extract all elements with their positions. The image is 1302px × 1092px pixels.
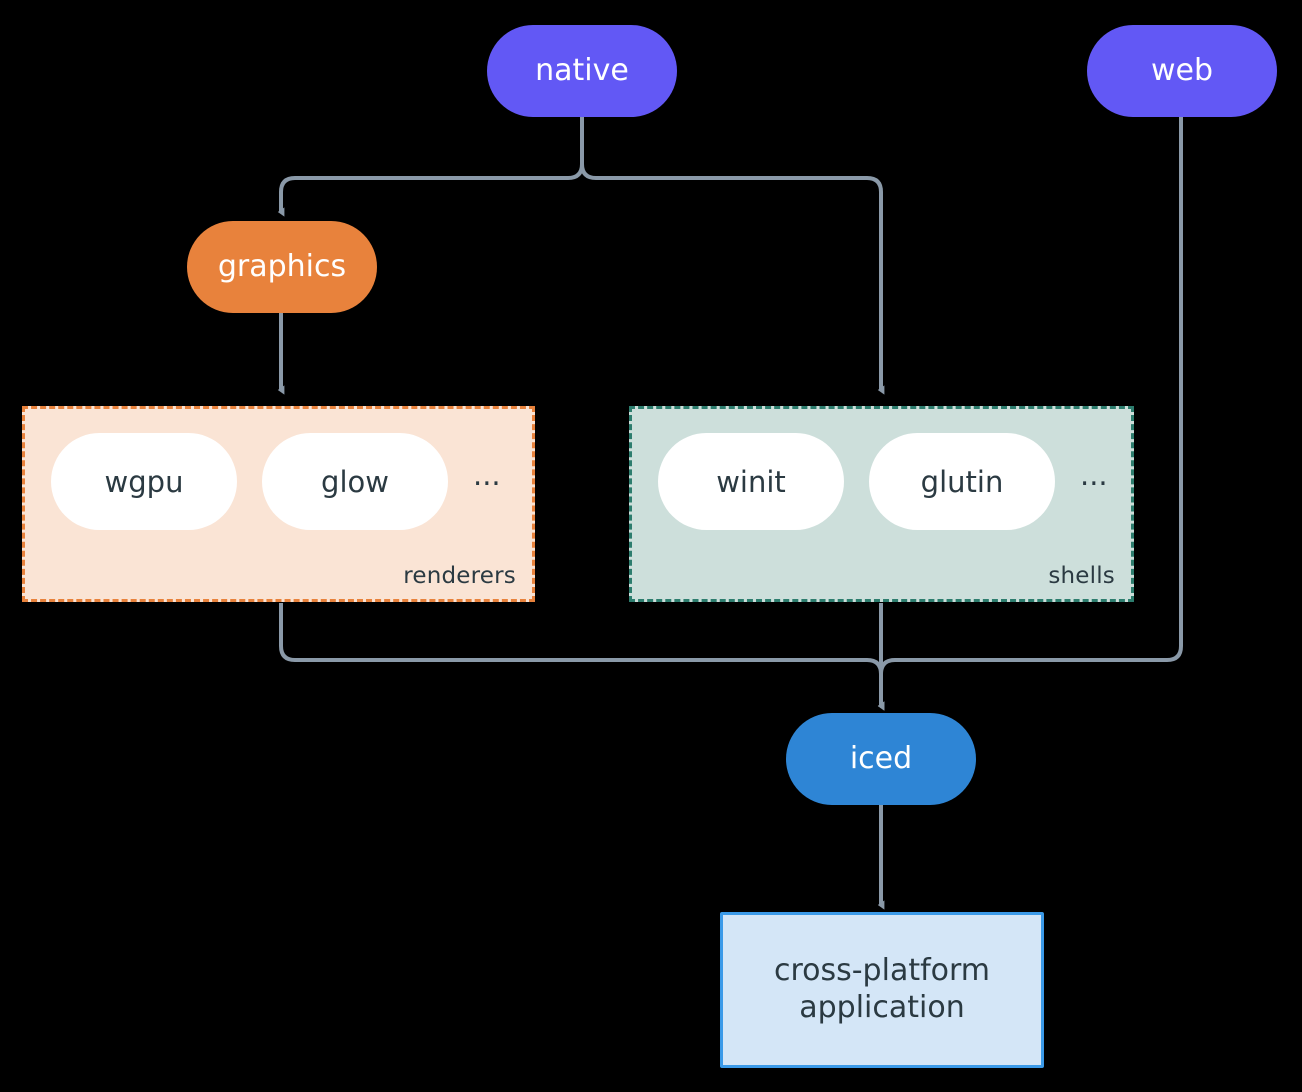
cluster-shells-items: winit glutin ... [658, 433, 1108, 530]
node-glow[interactable]: glow [262, 433, 448, 530]
node-native[interactable]: native [487, 25, 677, 117]
edge-native-bus [277, 117, 584, 217]
node-winit-label: winit [716, 464, 786, 499]
edge-renderers-iced [279, 603, 885, 711]
shells-more-ellipsis: ... [1080, 458, 1108, 492]
node-web-label: web [1150, 52, 1214, 88]
edge-native-shells [580, 163, 885, 395]
node-web[interactable]: web [1087, 25, 1277, 117]
cluster-renderers-items: wgpu glow ... [51, 433, 501, 530]
node-native-label: native [535, 52, 629, 88]
node-cross-platform-application[interactable]: cross-platform application [720, 912, 1044, 1068]
node-graphics[interactable]: graphics [187, 221, 377, 313]
node-iced-label: iced [849, 740, 913, 776]
renderers-more-ellipsis: ... [473, 458, 501, 492]
node-glutin[interactable]: glutin [869, 433, 1055, 530]
node-glutin-label: glutin [920, 464, 1004, 499]
node-wgpu[interactable]: wgpu [51, 433, 237, 530]
node-wgpu-label: wgpu [104, 464, 184, 499]
cluster-shells[interactable]: winit glutin ... shells [629, 406, 1134, 602]
node-graphics-label: graphics [217, 248, 347, 284]
node-glow-label: glow [321, 464, 389, 499]
cluster-renderers-label: renderers [403, 563, 516, 589]
cluster-shells-label: shells [1048, 563, 1115, 589]
node-iced[interactable]: iced [786, 713, 976, 805]
node-application-label: cross-platform application [773, 953, 991, 1025]
cluster-renderers[interactable]: wgpu glow ... renderers [22, 406, 535, 602]
node-winit[interactable]: winit [658, 433, 844, 530]
